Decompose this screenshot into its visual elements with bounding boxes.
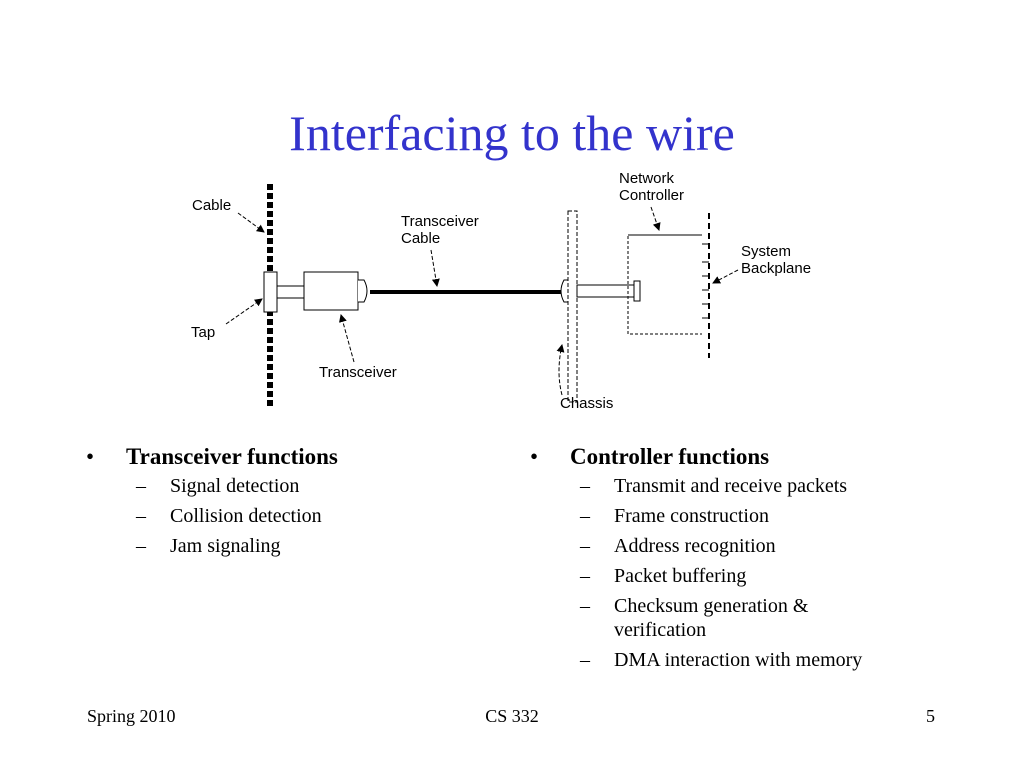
transceiver-arrow bbox=[339, 314, 355, 363]
transceiver-cable-label-line2: Cable bbox=[401, 230, 440, 247]
tap-label: Tap bbox=[191, 324, 215, 341]
list-item: –Frame construction bbox=[580, 505, 769, 527]
heading-text: Transceiver functions bbox=[126, 444, 338, 469]
transceiver-box bbox=[303, 271, 359, 311]
tap-block bbox=[263, 271, 278, 313]
cable-arrow bbox=[237, 212, 265, 233]
list-item: –Transmit and receive packets bbox=[580, 475, 848, 497]
list-item: –Signal detection bbox=[136, 475, 300, 497]
tap-connector bbox=[276, 285, 305, 299]
list-item: –Packet buffering bbox=[580, 565, 747, 587]
controller-connector-end bbox=[633, 280, 641, 302]
chassis-label: Chassis bbox=[560, 395, 613, 412]
list-item: –Collision detection bbox=[136, 505, 322, 527]
controller-connector bbox=[576, 284, 636, 298]
controller-functions-list: –Transmit and receive packets –Frame con… bbox=[530, 474, 950, 672]
bullet: • bbox=[86, 444, 95, 469]
transceiver-cable-arrow bbox=[430, 249, 440, 287]
transceiver-label: Transceiver bbox=[319, 364, 397, 381]
transceiver-functions-heading: • Transceiver functions bbox=[86, 440, 486, 474]
list-item: –Checksum generation & verification bbox=[580, 595, 809, 641]
bullet: • bbox=[530, 444, 539, 469]
network-controller-arrow bbox=[650, 206, 661, 231]
page-number: 5 bbox=[926, 706, 935, 726]
footer-course: CS 332 bbox=[485, 706, 539, 726]
list-item: –DMA interaction with memory bbox=[580, 649, 863, 671]
chassis-plug bbox=[560, 279, 568, 303]
list-item: –Jam signaling bbox=[136, 535, 281, 557]
transceiver-cable-label-line1: Transceiver bbox=[401, 213, 479, 230]
transceiver-functions-section: • Transceiver functions –Signal detectio… bbox=[86, 440, 486, 564]
chassis-arrow bbox=[556, 344, 565, 396]
tap-arrow bbox=[225, 298, 263, 325]
chassis-panel bbox=[567, 210, 578, 403]
heading-text: Controller functions bbox=[570, 444, 770, 469]
network-controller-label-line1: Network bbox=[619, 170, 675, 187]
transceiver-functions-list: –Signal detection –Collision detection –… bbox=[86, 474, 486, 558]
controller-functions-heading: • Controller functions bbox=[530, 440, 950, 474]
system-backplane-label-line2: Backplane bbox=[741, 260, 811, 277]
footer-term: Spring 2010 bbox=[87, 706, 176, 726]
slide-title: Interfacing to the wire bbox=[289, 105, 735, 161]
system-backplane-arrow bbox=[712, 269, 739, 284]
system-backplane-label-line1: System bbox=[741, 243, 791, 260]
backplane-pins bbox=[702, 243, 709, 319]
controller-functions-section: • Controller functions –Transmit and rec… bbox=[530, 440, 950, 678]
transceiver-plug bbox=[358, 279, 368, 303]
cable-label: Cable bbox=[192, 197, 231, 214]
network-controller-label-line2: Controller bbox=[619, 187, 684, 204]
list-item: –Address recognition bbox=[580, 535, 776, 557]
